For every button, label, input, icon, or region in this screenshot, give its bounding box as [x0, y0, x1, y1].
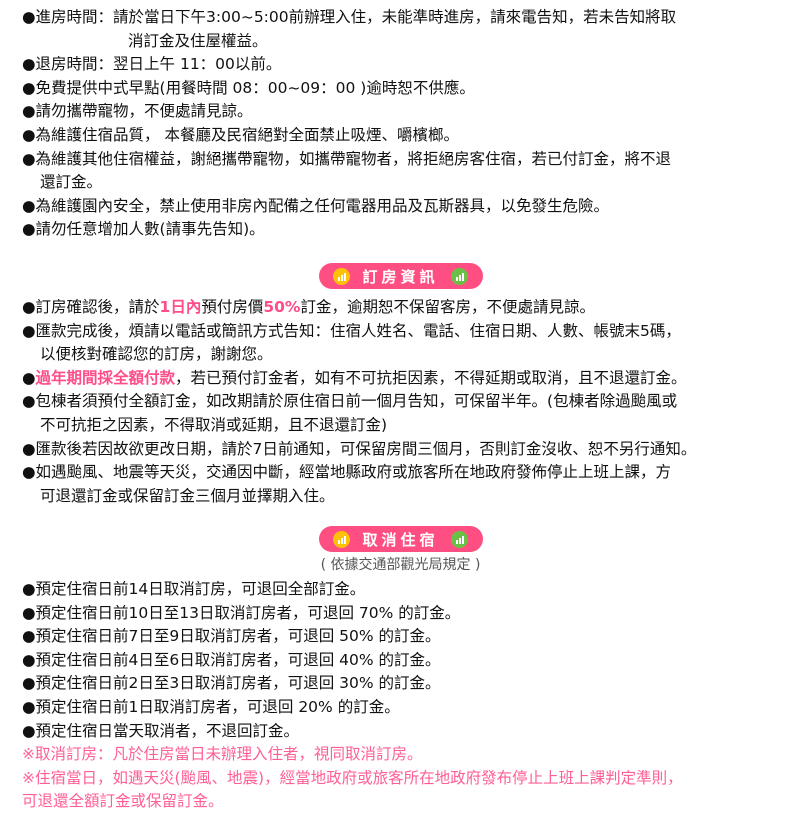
text-segment: ※取消訂房：凡於住房當日未辦理入住者，視同取消訂房。 — [22, 745, 423, 764]
list-item: ●請勿攜帶寵物，不便處請見諒。 — [22, 100, 801, 124]
text-segment: ●包棟者須預付全額訂金，如改期請於原住宿日前一個月告知，可保留半年。(包棟者除過… — [22, 392, 678, 411]
text-line: ●預定住宿日前4日至6日取消訂房者，可退回 40% 的訂金。 — [22, 649, 801, 673]
list-item: ●過年期間採全額付款，若已預付訂金者，如有不可抗拒因素，不得延期或取消，且不退還… — [22, 367, 801, 391]
text-line: ●為維護其他住宿權益，謝絕攜帶寵物，如攜帶寵物者，將拒絕房客住宿，若已付訂金，將… — [22, 148, 801, 172]
list-item: ●訂房確認後，請於1日內預付房價50%訂金，逾期恕不保留客房，不便處請見諒。 — [22, 296, 801, 320]
bar-chart-icon — [450, 530, 468, 548]
list-item: ●預定住宿日前2日至3日取消訂房者，可退回 30% 的訂金。 — [22, 672, 801, 696]
booking-info: ●訂房確認後，請於1日內預付房價50%訂金，逾期恕不保留客房，不便處請見諒。●匯… — [22, 296, 801, 508]
list-item: ●包棟者須預付全額訂金，如改期請於原住宿日前一個月告知，可保留半年。(包棟者除過… — [22, 390, 801, 437]
cancel-policy-subtitle: ( 依據交通部觀光局規定 ) — [320, 557, 481, 573]
note-item: ※住宿當日，如遇天災(颱風、地震)，經當地政府或旅客所在地政府發布停止上班上課判… — [22, 767, 801, 814]
text-line: ●為維護園內安全，禁止使用非房內配備之任何電器用品及瓦斯器具，以免發生危險。 — [22, 195, 801, 219]
text-segment: 消訂金及住屋權益。 — [128, 31, 268, 50]
text-segment: ●預定住宿日前7日至9日取消訂房者，可退回 50% 的訂金。 — [22, 627, 441, 646]
text-segment: ●預定住宿日前1日取消訂房者，可退回 20% 的訂金。 — [22, 697, 400, 716]
text-segment: ●進房時間：請於當日下午3:00~5:00前辦理入住，未能準時進房，請來電告知，… — [22, 8, 677, 26]
list-item: ●預定住宿日前10日至13日取消訂房者，可退回 70% 的訂金。 — [22, 602, 801, 626]
text-line: 可退還全額訂金或保留訂金。 — [22, 790, 801, 814]
text-line: ●訂房確認後，請於1日內預付房價50%訂金，逾期恕不保留客房，不便處請見諒。 — [22, 296, 801, 320]
text-segment: ●為維護其他住宿權益，謝絕攜帶寵物，如攜帶寵物者，將拒絕房客住宿，若已付訂金，將… — [22, 149, 672, 168]
list-item: ●免費提供中式早點(用餐時間 08：00~09：00 )逾時恕不供應。 — [22, 77, 801, 101]
text-segment: ，若已預付訂金者，如有不可抗拒因素，不得延期或取消，且不退還訂金。 — [175, 368, 687, 387]
list-item: ●如遇颱風、地震等天災，交通因中斷，經當地縣政府或旅客所在地政府發佈停止上班上課… — [22, 461, 801, 508]
list-item: ●預定住宿日前4日至6日取消訂房者，可退回 40% 的訂金。 — [22, 649, 801, 673]
text-segment: ●預定住宿日前2日至3日取消訂房者，可退回 30% 的訂金。 — [22, 674, 441, 693]
list-item: ●預定住宿日當天取消者，不退回訂金。 — [22, 720, 801, 744]
list-item: ●預定住宿日前14日取消訂房，可退回全部訂金。 — [22, 578, 801, 602]
text-line: ※住宿當日，如遇天災(颱風、地震)，經當地政府或旅客所在地政府發布停止上班上課判… — [22, 767, 801, 791]
list-item: ●為維護其他住宿權益，謝絕攜帶寵物，如攜帶寵物者，將拒絕房客住宿，若已付訂金，將… — [22, 148, 801, 195]
text-line: ●匯款完成後，煩請以電話或簡訊方式告知：住宿人姓名、電話、住宿日期、人數、帳號末… — [22, 320, 801, 344]
text-line: ●包棟者須預付全額訂金，如改期請於原住宿日前一個月告知，可保留半年。(包棟者除過… — [22, 390, 801, 414]
text-segment: ●匯款後若因故欲更改日期，請於7日前通知，可保留房間三個月，否則訂金沒收、恕不另… — [22, 439, 697, 458]
text-segment: 可退還全額訂金或保留訂金。 — [22, 792, 224, 811]
list-item: ●匯款完成後，煩請以電話或簡訊方式告知：住宿人姓名、電話、住宿日期、人數、帳號末… — [22, 320, 801, 367]
list-item: ●為維護住宿品質， 本餐廳及民宿絕對全面禁止吸煙、嚼檳榔。 — [22, 124, 801, 148]
text-line: ●過年期間採全額付款，若已預付訂金者，如有不可抗拒因素，不得延期或取消，且不退還… — [22, 367, 801, 391]
list-item: ●預定住宿日前1日取消訂房者，可退回 20% 的訂金。 — [22, 696, 801, 720]
cancel-policy-title: 取消住宿 — [362, 530, 439, 549]
highlight-text: 50% — [263, 298, 301, 316]
text-line: 消訂金及住屋權益。 — [22, 30, 801, 54]
text-line: 不可抗拒之因素，不得取消或延期，且不退還訂金) — [22, 414, 801, 438]
text-line: ●預定住宿日前10日至13日取消訂房者，可退回 70% 的訂金。 — [22, 602, 801, 626]
highlight-text: 1日內 — [159, 298, 202, 316]
text-line: ●預定住宿日當天取消者，不退回訂金。 — [22, 720, 801, 744]
text-line: ●如遇颱風、地震等天災，交通因中斷，經當地縣政府或旅客所在地政府發佈停止上班上課… — [22, 461, 801, 485]
text-segment: ※住宿當日，如遇天災(颱風、地震)，經當地政府或旅客所在地政府發布停止上班上課判… — [22, 768, 683, 787]
text-segment: ●預定住宿日前10日至13日取消訂房者，可退回 70% 的訂金。 — [22, 603, 461, 622]
text-line: ●請勿攜帶寵物，不便處請見諒。 — [22, 100, 801, 124]
text-segment: ●預定住宿日當天取消者，不退回訂金。 — [22, 721, 300, 740]
text-line: ●請勿任意增加人數(請事先告知)。 — [22, 218, 801, 242]
note-item: ※取消訂房：凡於住房當日未辦理入住者，視同取消訂房。 — [22, 743, 801, 767]
text-line: ●預定住宿日前7日至9日取消訂房者，可退回 50% 的訂金。 — [22, 625, 801, 649]
list-item: ●退房時間：翌日上午 11：00以前。 — [22, 53, 801, 77]
text-line: 以便核對確認您的訂房，謝謝您。 — [22, 343, 801, 367]
text-segment: 不可抗拒之因素，不得取消或延期，且不退還訂金) — [40, 415, 388, 434]
text-line: ●退房時間：翌日上午 11：00以前。 — [22, 53, 801, 77]
text-segment: ●匯款完成後，煩請以電話或簡訊方式告知：住宿人姓名、電話、住宿日期、人數、帳號末… — [22, 321, 681, 340]
booking-info-badge: 訂房資訊 — [318, 263, 483, 289]
house-rules: ●進房時間：請於當日下午3:00~5:00前辦理入住，未能準時進房，請來電告知，… — [22, 6, 801, 242]
highlight-text: 過年期間採全額付款 — [35, 368, 176, 387]
text-line: ●預定住宿日前14日取消訂房，可退回全部訂金。 — [22, 578, 801, 602]
text-segment: 以便核對確認您的訂房，謝謝您。 — [40, 345, 273, 364]
cancel-policy: ●預定住宿日前14日取消訂房，可退回全部訂金。 ●預定住宿日前10日至13日取消訂… — [22, 578, 801, 814]
text-line: ●匯款後若因故欲更改日期，請於7日前通知，可保留房間三個月，否則訂金沒收、恕不另… — [22, 438, 801, 462]
list-item: ●為維護園內安全，禁止使用非房內配備之任何電器用品及瓦斯器具，以免發生危險。 — [22, 195, 801, 219]
text-line: ●預定住宿日前2日至3日取消訂房者，可退回 30% 的訂金。 — [22, 672, 801, 696]
text-segment: ●請勿攜帶寵物，不便處請見諒。 — [22, 102, 253, 121]
text-segment: ● — [22, 368, 36, 387]
text-segment: 訂金，逾期恕不保留客房，不便處請見諒。 — [300, 298, 595, 316]
text-line: 可退還訂金或保留訂金三個月並擇期入住。 — [22, 485, 801, 509]
list-item: ●進房時間：請於當日下午3:00~5:00前辦理入住，未能準時進房，請來電告知，… — [22, 6, 801, 53]
text-line: ●進房時間：請於當日下午3:00~5:00前辦理入住，未能準時進房，請來電告知，… — [22, 6, 801, 30]
text-line: ●預定住宿日前1日取消訂房者，可退回 20% 的訂金。 — [22, 696, 801, 720]
text-segment: ●免費提供中式早點(用餐時間 08：00~09：00 )逾時恕不供應。 — [22, 78, 475, 97]
text-line: ●免費提供中式早點(用餐時間 08：00~09：00 )逾時恕不供應。 — [22, 77, 801, 101]
text-segment: 還訂金。 — [40, 173, 103, 192]
list-item: ●預定住宿日前7日至9日取消訂房者，可退回 50% 的訂金。 — [22, 625, 801, 649]
text-segment: 預付房價 — [201, 298, 264, 316]
list-item: ●請勿任意增加人數(請事先告知)。 — [22, 218, 801, 242]
text-segment: ●請勿任意增加人數(請事先告知)。 — [22, 220, 265, 239]
text-line: 還訂金。 — [22, 171, 801, 195]
text-segment: ●如遇颱風、地震等天災，交通因中斷，經當地縣政府或旅客所在地政府發佈停止上班上課… — [22, 463, 672, 482]
list-item: ●匯款後若因故欲更改日期，請於7日前通知，可保留房間三個月，否則訂金沒收、恕不另… — [22, 438, 801, 462]
booking-info-title: 訂房資訊 — [362, 267, 439, 286]
cancel-policy-badge: 取消住宿 — [318, 526, 483, 552]
text-segment: 可退還訂金或保留訂金三個月並擇期入住。 — [40, 486, 335, 505]
bar-chart-icon — [333, 267, 351, 285]
text-segment: ●訂房確認後，請於 — [22, 298, 160, 316]
text-segment: ●預定住宿日前4日至6日取消訂房者，可退回 40% 的訂金。 — [22, 650, 441, 669]
text-line: ※取消訂房：凡於住房當日未辦理入住者，視同取消訂房。 — [22, 743, 801, 767]
text-segment: ●預定住宿日前14日取消訂房，可退回全部訂金。 — [22, 580, 366, 598]
text-segment: ●退房時間：翌日上午 11：00以前。 — [22, 55, 282, 74]
bar-chart-icon — [450, 267, 468, 285]
text-segment: ●為維護住宿品質， 本餐廳及民宿絕對全面禁止吸煙、嚼檳榔。 — [22, 125, 459, 144]
text-line: ●為維護住宿品質， 本餐廳及民宿絕對全面禁止吸煙、嚼檳榔。 — [22, 124, 801, 148]
bar-chart-icon — [333, 530, 351, 548]
text-segment: ●為維護園內安全，禁止使用非房內配備之任何電器用品及瓦斯器具，以免發生危險。 — [22, 196, 610, 215]
